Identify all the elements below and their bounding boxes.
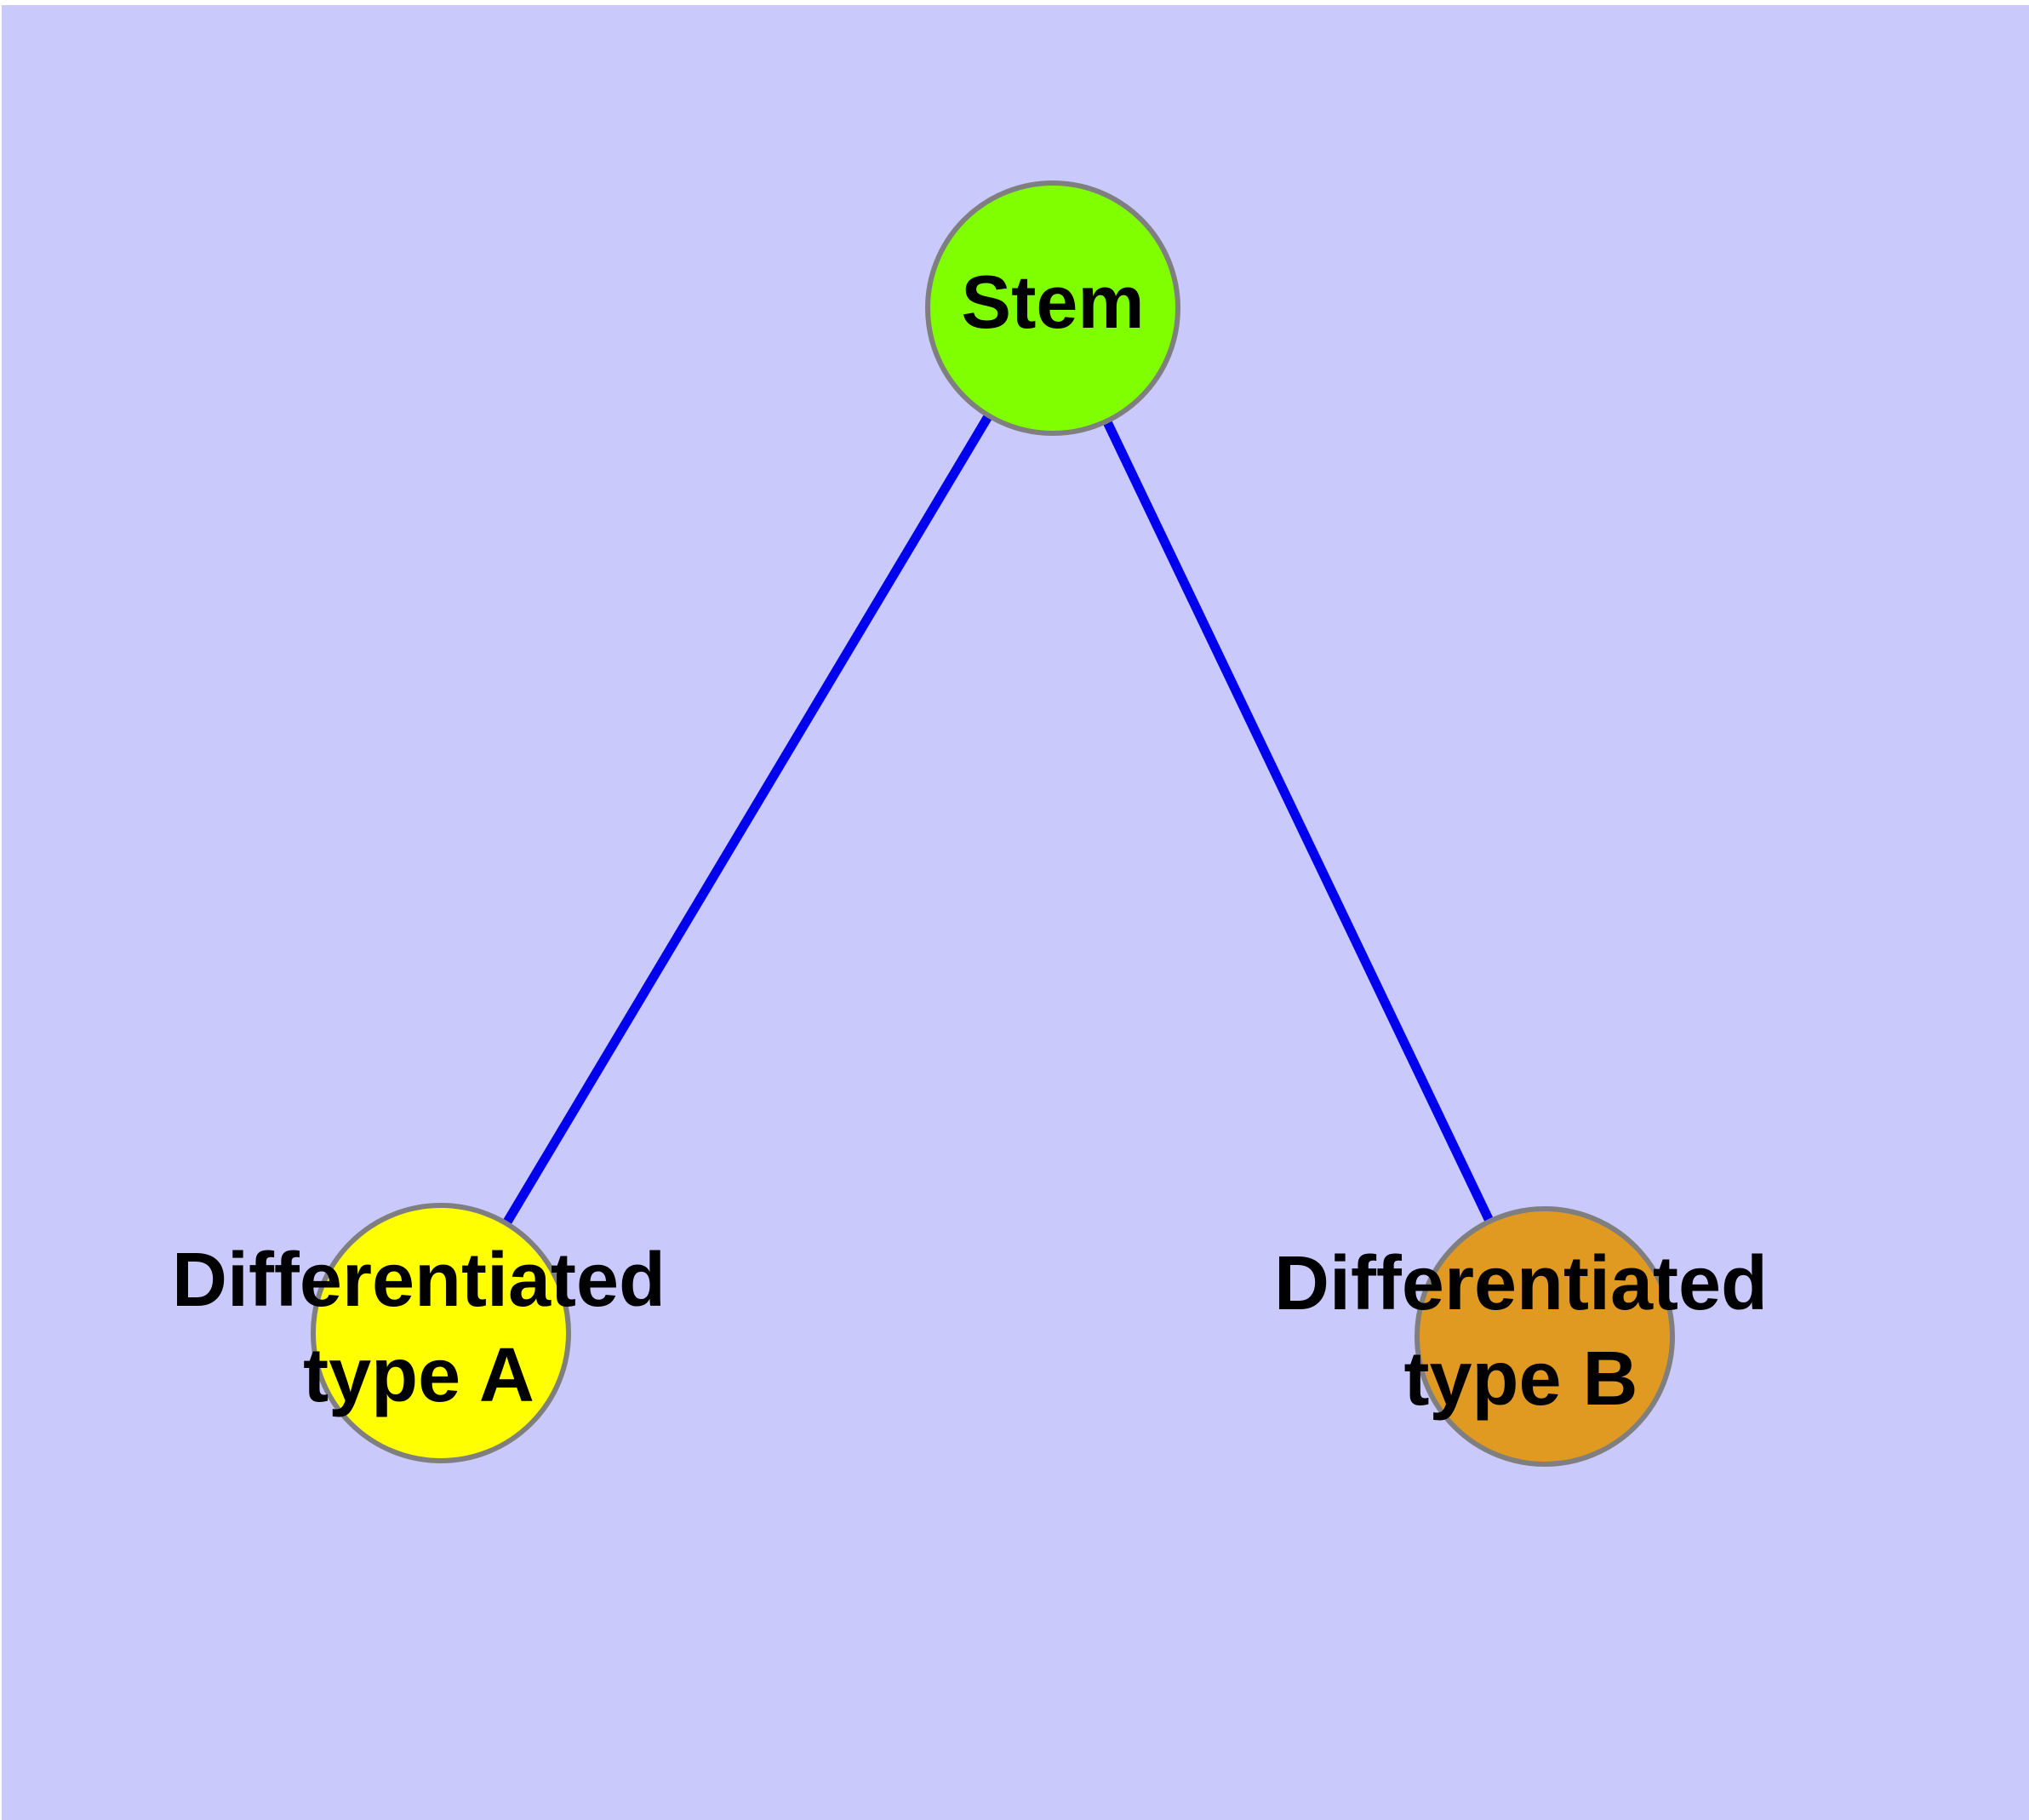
graph-edge-stem-to-diff-b[interactable] bbox=[1049, 306, 1549, 1339]
node-label-line: Differentiated bbox=[1274, 1241, 1768, 1326]
graph-node-diff-a[interactable] bbox=[311, 1203, 571, 1463]
node-label-diff-a: Differentiated type A bbox=[172, 1238, 666, 1418]
node-label-stem: Stem bbox=[961, 260, 1144, 344]
node-circle-stem[interactable] bbox=[925, 180, 1180, 436]
node-label-line: Differentiated bbox=[172, 1238, 666, 1323]
node-circle-diff-a[interactable] bbox=[311, 1203, 571, 1463]
node-circle-diff-b[interactable] bbox=[1415, 1206, 1675, 1467]
edges-layer bbox=[437, 306, 1549, 1339]
node-label-line: Stem bbox=[961, 260, 1144, 344]
graph-edge-stem-to-diff-a[interactable] bbox=[437, 306, 1057, 1336]
graph-node-stem[interactable] bbox=[925, 180, 1180, 436]
node-label-line: type B bbox=[1403, 1336, 1637, 1422]
graph-node-diff-b[interactable] bbox=[1415, 1206, 1675, 1467]
node-label-diff-b: Differentiated type B bbox=[1274, 1241, 1768, 1422]
node-label-line: type A bbox=[303, 1333, 534, 1418]
